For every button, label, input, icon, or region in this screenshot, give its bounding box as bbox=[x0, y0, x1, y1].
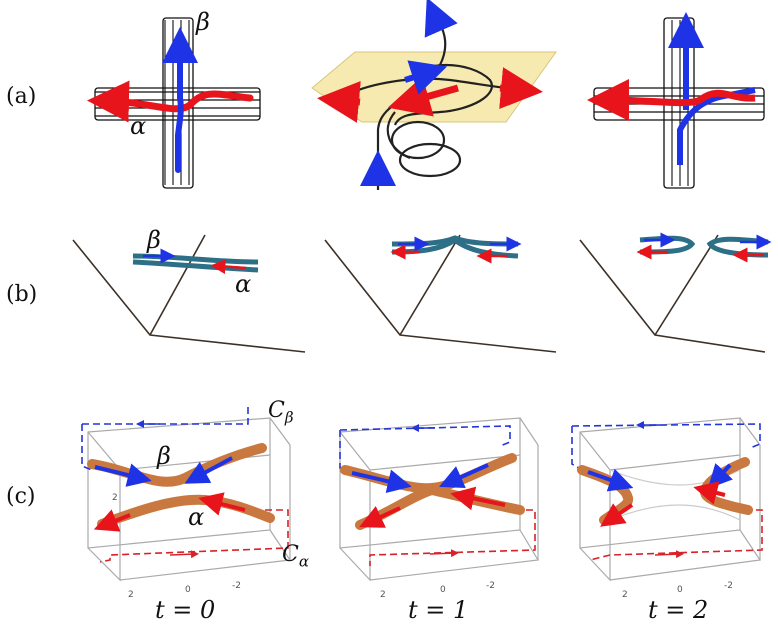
tick-label: 2 bbox=[128, 590, 134, 600]
time-label-0: t = 0 bbox=[155, 596, 216, 624]
tick-label: 0 bbox=[440, 585, 446, 595]
tick-label: 0 bbox=[677, 585, 683, 595]
row-label-b: (b) bbox=[6, 282, 38, 307]
panel-a-t1 bbox=[311, 0, 557, 190]
panel-b-t2 bbox=[579, 232, 772, 353]
panel-a-t0 bbox=[87, 17, 261, 189]
time-label-2: t = 2 bbox=[648, 596, 709, 624]
panel-c-t0: 2 2 0 -2 bbox=[81, 404, 292, 600]
tick-label: 2 bbox=[380, 590, 386, 600]
panel-c-t2: 2 0 -2 bbox=[571, 417, 763, 600]
tick-label: -2 bbox=[232, 581, 241, 591]
label-alpha-a: α bbox=[130, 112, 147, 140]
label-alpha-b: α bbox=[235, 270, 252, 298]
panel-c-t1: 2 0 -2 bbox=[339, 417, 539, 600]
tick-label: 2 bbox=[112, 493, 118, 503]
tick-label: -2 bbox=[486, 581, 495, 591]
label-beta-b: β bbox=[147, 226, 161, 254]
tick-label: -2 bbox=[724, 581, 733, 591]
row-label-a: (a) bbox=[6, 84, 37, 109]
label-c-alpha: Cα bbox=[282, 542, 309, 571]
time-label-1: t = 1 bbox=[408, 596, 469, 624]
label-beta-a: β bbox=[196, 8, 210, 36]
label-alpha-c: α bbox=[188, 503, 205, 531]
tick-label: 0 bbox=[185, 585, 191, 595]
panel-b-t0 bbox=[72, 234, 306, 353]
tick-label: 2 bbox=[622, 590, 628, 600]
label-beta-c: β bbox=[157, 442, 171, 470]
panel-b-t1 bbox=[324, 234, 557, 353]
panel-a-t2 bbox=[587, 12, 765, 189]
label-c-beta: Cβ bbox=[268, 398, 294, 427]
row-label-c: (c) bbox=[6, 484, 36, 509]
